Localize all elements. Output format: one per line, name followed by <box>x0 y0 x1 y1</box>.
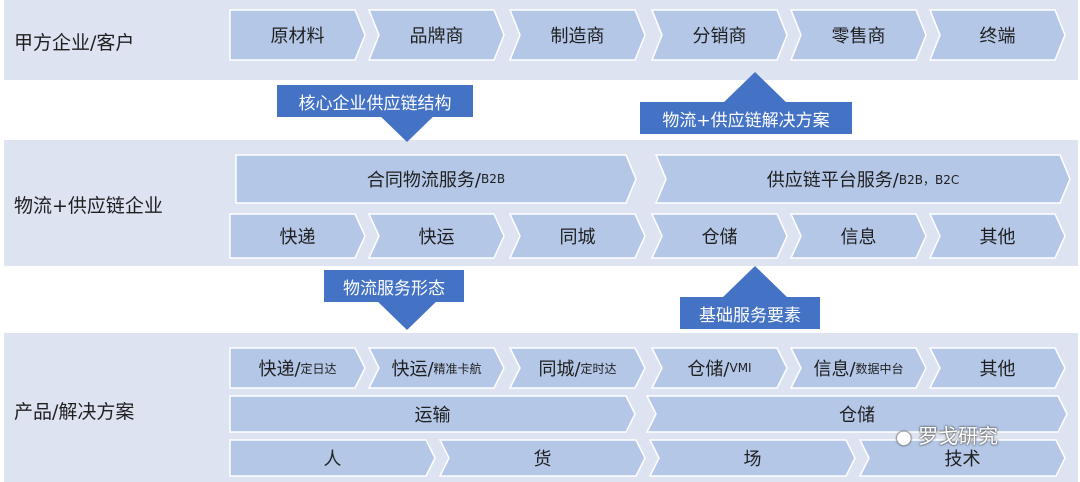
callout-core-structure: 核心企业供应链结构 <box>277 85 473 117</box>
supply-platform-chevron-shape <box>654 154 1071 204</box>
element-technology: 技术 <box>944 449 981 470</box>
product-same-city-shape <box>508 347 646 389</box>
up-arrow-solution-shape <box>720 72 790 106</box>
product-freight: 快运/精准卡航 <box>369 348 504 388</box>
chevron-manufacturer-shape <box>508 9 646 61</box>
product-warehouse-sub: VMI <box>729 361 752 375</box>
chevron-express: 快递 <box>279 227 316 248</box>
product-information-shape <box>789 347 927 389</box>
product-same-city: 同城/定时达 <box>510 348 645 388</box>
contract-logistics-label: 合同物流服务/ <box>366 170 481 191</box>
down-arrow-service-form-shape <box>372 296 442 330</box>
product-warehouse-label: 仓储/ <box>687 359 730 380</box>
supply-platform-label: 供应链平台服务/ <box>766 170 899 191</box>
product-express-shape <box>229 347 366 389</box>
product-same-city-sub: 定时达 <box>580 361 617 376</box>
product-other-label: 其他 <box>979 359 1016 380</box>
chevron-warehouse-shape <box>650 213 788 259</box>
contract-logistics-chevron: 合同物流服务/B2B <box>236 155 636 203</box>
product-information-label: 信息/ <box>813 359 856 380</box>
product-express-label: 快递/ <box>258 359 301 380</box>
product-row-label: 产品/解决方案 <box>14 401 135 423</box>
contract-logistics-sub: B2B <box>480 172 506 186</box>
chevron-other-shape <box>928 213 1066 259</box>
chevron-express-shape <box>229 213 366 259</box>
chevron-retailer: 零售商 <box>831 26 886 47</box>
up-arrow-solution <box>720 72 790 106</box>
element-venue: 场 <box>743 449 762 470</box>
chevron-brand: 品牌商 <box>409 26 464 47</box>
chevron-terminal: 终端 <box>979 26 1016 47</box>
chevron-raw-material: 原材料 <box>270 26 325 47</box>
callout-service-form: 物流服务形态 <box>324 270 464 302</box>
chevron-warehouse: 仓储 <box>701 227 738 248</box>
chevron-same-city-shape <box>508 213 646 259</box>
chevron-other: 其他 <box>979 227 1016 248</box>
product-other-shape <box>928 347 1066 389</box>
watermark: ● 罗戈研究 <box>896 420 998 449</box>
product-warehouse: 仓储/VMI <box>652 348 787 388</box>
element-goods: 货 <box>533 449 552 470</box>
element-venue-shape <box>648 439 856 477</box>
chevron-freight: 快运 <box>418 227 455 248</box>
product-transport-shape <box>229 395 636 433</box>
client-row-label: 甲方企业/客户 <box>14 32 135 54</box>
callout-basic-elements: 基础服务要素 <box>680 297 820 329</box>
chevron-retailer-shape <box>789 9 927 61</box>
chevron-brand-shape <box>367 9 505 61</box>
supply-platform-chevron: 供应链平台服务/B2B，B2C <box>656 155 1070 203</box>
product-information-sub: 数据中台 <box>855 361 904 376</box>
chevron-distributor: 分销商 <box>692 26 747 47</box>
product-warehouse-shape <box>650 347 788 389</box>
product-other: 其他 <box>930 348 1065 388</box>
watermark-text: 罗戈研究 <box>918 424 999 448</box>
chevron-same-city: 同城 <box>559 227 596 248</box>
callout-solution: 物流+供应链解决方案 <box>640 102 852 134</box>
product-storage-shape <box>645 395 1068 433</box>
chevron-terminal-shape <box>928 9 1066 61</box>
chevron-information: 信息 <box>840 227 877 248</box>
element-goods-shape <box>438 439 646 477</box>
product-express-sub: 定日达 <box>300 361 337 376</box>
product-freight-label: 快运/ <box>391 359 434 380</box>
wechat-icon: ● <box>896 427 912 448</box>
logistics-row-label: 物流+供应链企业 <box>14 195 163 217</box>
product-freight-shape <box>367 347 505 389</box>
product-transport: 运输 <box>414 405 451 426</box>
element-people-shape <box>229 439 436 477</box>
product-express: 快递/定日达 <box>230 348 365 388</box>
chevron-freight-shape <box>367 213 505 259</box>
contract-logistics-chevron-shape <box>235 154 637 204</box>
product-information: 信息/数据中台 <box>791 348 926 388</box>
product-storage: 仓储 <box>839 405 875 426</box>
chevron-manufacturer: 制造商 <box>550 26 605 47</box>
product-freight-sub: 精准卡航 <box>433 361 482 376</box>
up-arrow-basic-elements <box>720 266 790 300</box>
supply-platform-sub: B2B，B2C <box>898 172 960 187</box>
down-arrow-service-form <box>372 296 442 330</box>
chevron-raw-material-shape <box>229 9 366 61</box>
element-people: 人 <box>323 449 342 470</box>
up-arrow-basic-elements-shape <box>720 266 790 300</box>
product-same-city-label: 同城/ <box>538 359 581 380</box>
chevron-distributor-shape <box>650 9 788 61</box>
element-technology-shape <box>858 439 1066 477</box>
chevron-information-shape <box>789 213 927 259</box>
